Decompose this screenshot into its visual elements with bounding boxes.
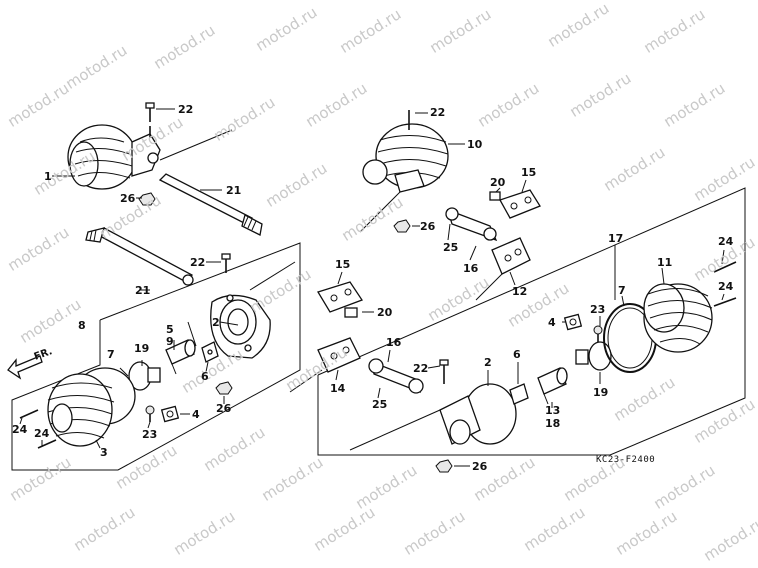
callout-19: 19: [593, 386, 609, 399]
callout-14: 14: [330, 382, 346, 395]
callout-24: 24: [12, 423, 28, 436]
screw-part-23-right: [593, 325, 603, 342]
winker-lens-part-3-left: [47, 367, 136, 447]
diagram-code: KC23-F2400: [596, 455, 656, 465]
bulb-socket-part-13-18-right: [537, 367, 568, 405]
callout-24: 24: [718, 280, 734, 293]
callout-3: 3: [100, 446, 108, 459]
callout-25: 25: [372, 398, 388, 411]
nut-part-26-upper-mid: [393, 219, 411, 233]
bracket-part-6-right: [509, 383, 529, 405]
nut-part-26-bottom: [435, 459, 453, 473]
stay-part-16-upper: [445, 207, 498, 242]
winker-housing-part-1: [67, 124, 233, 190]
bracket-part-6-left: [201, 341, 219, 363]
screws-part-24-left: [19, 409, 57, 449]
callout-26: 26: [420, 220, 436, 233]
group-17-outline: [317, 187, 746, 456]
callout-11: 11: [657, 256, 673, 269]
callout-10: 10: [467, 138, 483, 151]
callout-24: 24: [34, 427, 50, 440]
callout-9: 9: [166, 335, 174, 348]
bulb-socket-part-5-9-left: [165, 339, 196, 375]
callout-26: 26: [120, 192, 136, 205]
nut-part-4-left: [160, 405, 180, 423]
callout-23: 23: [142, 428, 158, 441]
callout-17: 17: [608, 232, 624, 245]
callout-1: 1: [44, 170, 52, 183]
callout-19: 19: [134, 342, 150, 355]
callout-4: 4: [548, 316, 556, 329]
winker-lens-part-11-right: [643, 283, 713, 353]
callout-22: 22: [178, 103, 194, 116]
bolt-part-22-upper-left: [145, 102, 155, 122]
callout-6: 6: [513, 348, 521, 361]
stay-part-16-lower: [368, 358, 424, 394]
screws-part-24-right: [713, 261, 737, 307]
bulb-part-19-right: [575, 341, 612, 371]
bracket-part-14: [289, 337, 361, 393]
callout-22: 22: [430, 106, 446, 119]
callout-21: 21: [135, 284, 151, 297]
callout-22: 22: [190, 256, 206, 269]
callout-20: 20: [490, 176, 506, 189]
rod-part-21-lower: [85, 227, 194, 286]
collar-part-20-mid: [344, 307, 358, 318]
nut-part-4-right: [563, 313, 583, 331]
callout-26: 26: [472, 460, 488, 473]
callout-23: 23: [590, 303, 606, 316]
callout-5: 5: [166, 323, 174, 336]
socket-housing-part-2-right: [349, 383, 517, 451]
callout-20: 20: [377, 306, 393, 319]
leader-lines: [19, 108, 725, 467]
callout-16: 16: [386, 336, 402, 349]
callout-8: 8: [78, 319, 86, 332]
callout-24: 24: [718, 235, 734, 248]
winker-housing-part-10: [359, 110, 449, 233]
callout-6: 6: [201, 370, 209, 383]
callout-16: 16: [463, 262, 479, 275]
group-8-outline: [11, 242, 301, 471]
callout-2: 2: [484, 356, 492, 369]
bulb-part-19-left: [128, 361, 161, 391]
callout-21: 21: [226, 184, 242, 197]
callout-13: 13: [545, 404, 561, 417]
callout-7: 7: [107, 348, 115, 361]
bracket-part-12: [475, 237, 531, 301]
nut-part-26-left: [138, 192, 156, 206]
socket-housing-part-2-left: [210, 261, 296, 359]
callout-15: 15: [521, 166, 537, 179]
rubber-part-15-mid: [317, 281, 363, 313]
screw-part-23-left: [145, 405, 155, 422]
callout-4: 4: [192, 408, 200, 421]
rod-part-21-upper: [158, 173, 263, 236]
callout-26: 26: [216, 402, 232, 415]
callout-25: 25: [443, 241, 459, 254]
callout-12: 12: [512, 285, 528, 298]
front-direction-arrow: [7, 355, 43, 380]
callout-22: 22: [413, 362, 429, 375]
nut-part-26-mid: [215, 381, 233, 395]
rubber-part-15-upper: [499, 189, 541, 219]
collar-part-20-upper: [489, 191, 501, 201]
callout-15: 15: [335, 258, 351, 271]
callout-7: 7: [618, 284, 626, 297]
callout-18: 18: [545, 417, 561, 430]
bolt-part-22-mid-left: [221, 253, 231, 273]
bolt-part-22-lower-mid: [439, 359, 449, 384]
callout-2: 2: [212, 316, 220, 329]
